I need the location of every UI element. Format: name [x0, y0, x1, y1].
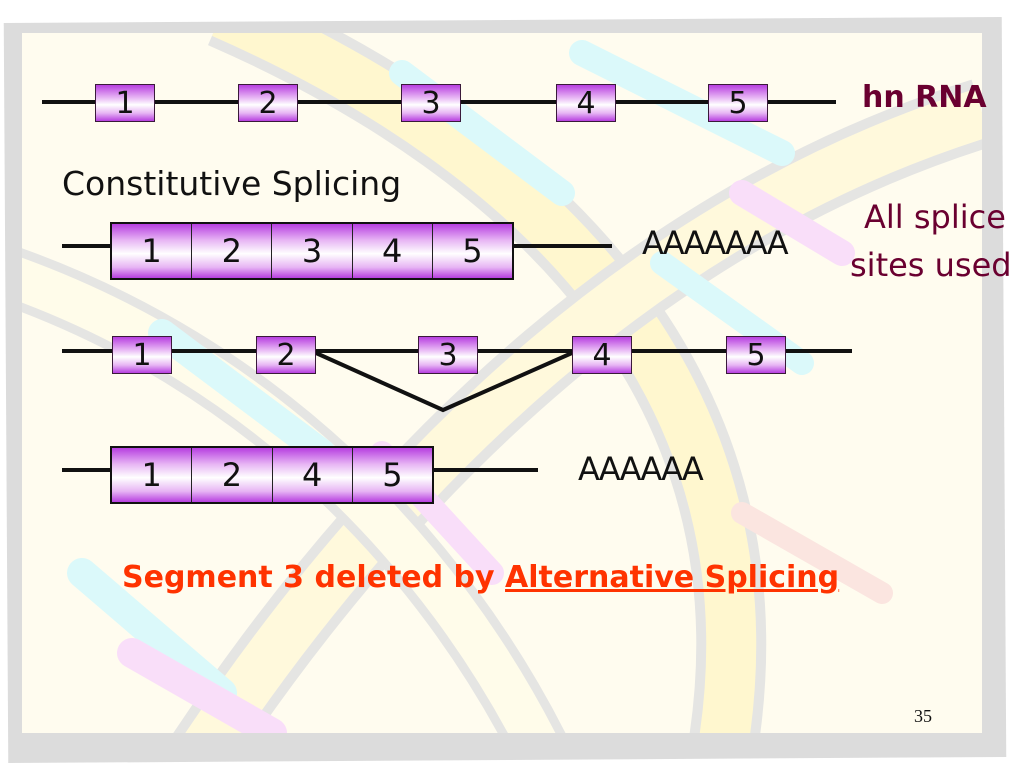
- mrna-exon: 1: [112, 224, 193, 278]
- hnrna-exon: 2: [238, 84, 298, 122]
- mrna-exon: 2: [192, 448, 273, 502]
- slide-background: [22, 33, 982, 733]
- alternative-caption: Segment 3 deleted by Alternative Splicin…: [122, 560, 839, 595]
- mrna-exon: 5: [352, 448, 432, 502]
- alternative-mrna: 1 2 4 5: [110, 446, 434, 504]
- dna-background-art: [22, 33, 982, 733]
- alt-pre-exon: 1: [112, 336, 172, 374]
- hnrna-exon: 3: [401, 84, 461, 122]
- constitutive-mrna: 1 2 3 4 5: [110, 222, 514, 280]
- caption-prefix: Segment 3 deleted by: [122, 560, 506, 595]
- hnrna-exon: 4: [556, 84, 616, 122]
- constitutive-polya-tail: AAAAAAA: [642, 224, 789, 262]
- alt-pre-exon: 2: [256, 336, 316, 374]
- alt-pre-exon: 5: [726, 336, 786, 374]
- hnrna-label: hn RNA: [862, 80, 987, 115]
- alternative-splicing-link[interactable]: Alternative Splicing: [505, 560, 840, 595]
- mrna-exon: 2: [192, 224, 273, 278]
- splice-note-line2: sites used: [850, 246, 1012, 284]
- constitutive-title: Constitutive Splicing: [62, 164, 402, 203]
- hnrna-exon: 1: [95, 84, 155, 122]
- splice-note-line1: All splice: [864, 198, 1006, 236]
- alternative-polya-tail: AAAAAA: [578, 450, 704, 488]
- alt-pre-skipped-exon: 3: [418, 336, 478, 374]
- hnrna-exon: 5: [708, 84, 768, 122]
- mrna-exon: 4: [352, 224, 433, 278]
- mrna-exon: 5: [432, 224, 513, 278]
- mrna-exon: 4: [272, 448, 353, 502]
- mrna-exon: 3: [272, 224, 353, 278]
- alt-pre-exon: 4: [572, 336, 632, 374]
- mrna-exon: 1: [112, 448, 193, 502]
- page-number: 35: [914, 706, 932, 726]
